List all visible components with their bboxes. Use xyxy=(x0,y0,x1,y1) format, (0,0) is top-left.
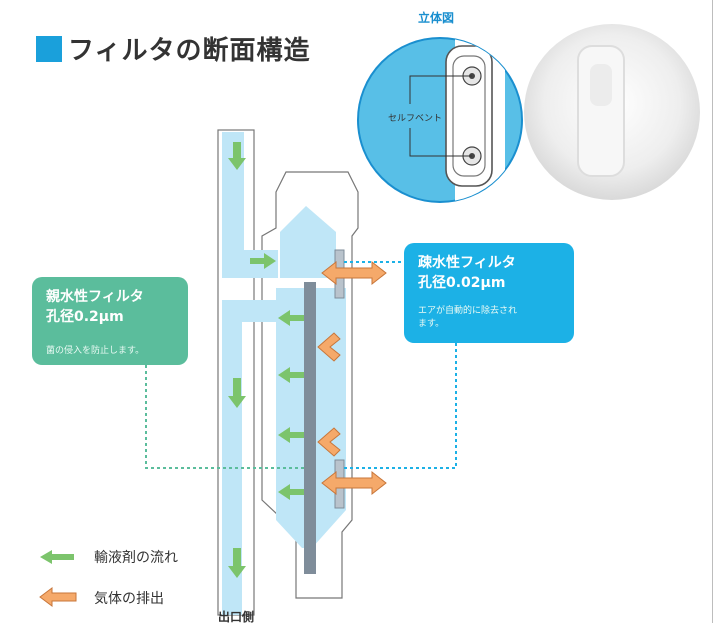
title-square-icon xyxy=(36,35,62,62)
legend-icons xyxy=(39,550,77,607)
outlet-label: 出口側 xyxy=(218,610,255,623)
gas-arrow-icon xyxy=(39,587,77,607)
legend-gas-label: 気体の排出 xyxy=(94,591,164,607)
hydrophobic-filter-callout: 疎水性フィルタ 孔径0.02μm エアが自動的に除去され ます。 xyxy=(404,243,574,343)
hydrophilic-heading-2: 孔径0.2μm xyxy=(46,309,124,325)
hydrophilic-filter-callout: 親水性フィルタ 孔径0.2μm 菌の侵入を防止します。 xyxy=(32,277,188,365)
page-edge-rule xyxy=(712,0,713,623)
hydrophobic-description-1: エアが自動的に除去され xyxy=(418,306,518,316)
leader-lines xyxy=(145,261,457,469)
liquid-arrow-icon xyxy=(40,550,74,564)
liquid-flow-arrows xyxy=(228,142,304,578)
gas-flow-arrows xyxy=(317,260,387,496)
page-title: フィルタの断面構造 xyxy=(36,30,310,67)
hydrophilic-description: 菌の侵入を防止します。 xyxy=(46,346,145,356)
hydrophobic-heading-1: 疎水性フィルタ xyxy=(418,255,516,271)
3d-view-label: 立体図 xyxy=(418,11,455,25)
hydrophobic-heading-2: 孔径0.02μm xyxy=(418,275,506,291)
title-text: フィルタの断面構造 xyxy=(68,36,311,66)
zoom-circle xyxy=(357,37,523,203)
hydrophobic-description-2: ます。 xyxy=(418,319,445,329)
legend-liquid-label: 輸液剤の流れ xyxy=(94,550,178,566)
self-vent-label: セルフベント xyxy=(388,114,443,124)
product-photo xyxy=(524,24,700,200)
hydrophilic-heading-1: 親水性フィルタ xyxy=(46,289,144,305)
